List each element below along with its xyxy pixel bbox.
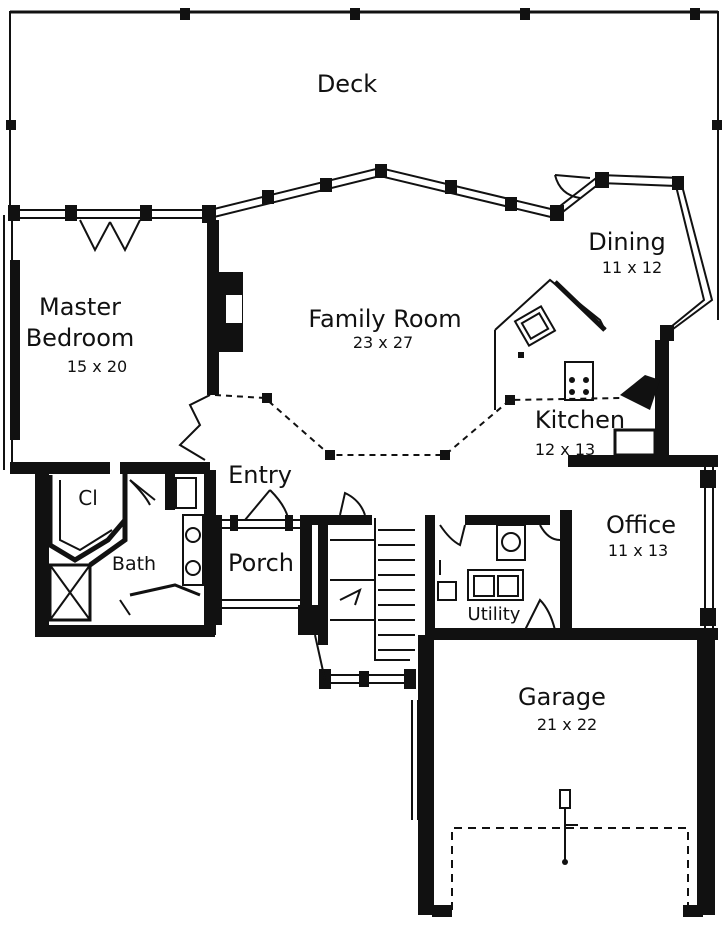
utility-door-swings (439, 524, 561, 631)
stair-block (298, 515, 415, 661)
master-bedroom-label-line1: Master (39, 293, 121, 321)
porch-label: Porch (228, 549, 294, 577)
family-room-label: Family Room (308, 305, 461, 333)
master-bedroom-dims: 15 x 20 (67, 357, 127, 376)
bedroom-french-doors (79, 219, 141, 253)
garage-dims: 21 x 22 (537, 715, 597, 734)
bath-door-swing (129, 479, 156, 506)
stair-side-walls (314, 634, 326, 681)
utility-block (425, 510, 572, 640)
closet-label: Cl (78, 486, 98, 510)
office-dims: 11 x 13 (608, 541, 668, 560)
family-room-dims: 23 x 27 (353, 333, 413, 352)
master-bedroom-label-line2: Bedroom (26, 324, 135, 352)
utility-label: Utility (468, 604, 521, 625)
deck-posts (6, 8, 722, 130)
kitchen-label: Kitchen (535, 406, 625, 434)
rear-window-wall (10, 166, 714, 336)
dining-dims: 11 x 12 (602, 258, 662, 277)
garage-block (411, 635, 715, 917)
dining-door-swing (554, 174, 591, 199)
kitchen-block (494, 278, 669, 460)
porch-block (212, 515, 300, 625)
deck-outline (9, 10, 719, 320)
garage-label: Garage (518, 683, 606, 711)
office-label: Office (606, 511, 676, 539)
bedroom-bottom-wall (10, 462, 110, 474)
utility-bottom-wall (425, 628, 570, 640)
office-block (568, 455, 718, 640)
entry-door-swing (244, 489, 289, 521)
bedroom-partition-wall (207, 220, 219, 395)
entry-label: Entry (228, 461, 292, 489)
kitchen-dims: 12 x 13 (535, 440, 595, 459)
bath-label: Bath (112, 553, 156, 575)
fireplace-notch (226, 295, 242, 323)
stair-landing-window (319, 669, 416, 689)
deck-label: Deck (317, 70, 377, 98)
stair-door-swing (339, 491, 366, 516)
beam-posts (262, 393, 515, 460)
dining-label: Dining (588, 228, 665, 256)
entry-zigzag (178, 394, 211, 461)
left-wall-mass (10, 260, 20, 440)
beam-line (214, 394, 621, 456)
bedroom-bottom-wall-2 (120, 462, 210, 474)
